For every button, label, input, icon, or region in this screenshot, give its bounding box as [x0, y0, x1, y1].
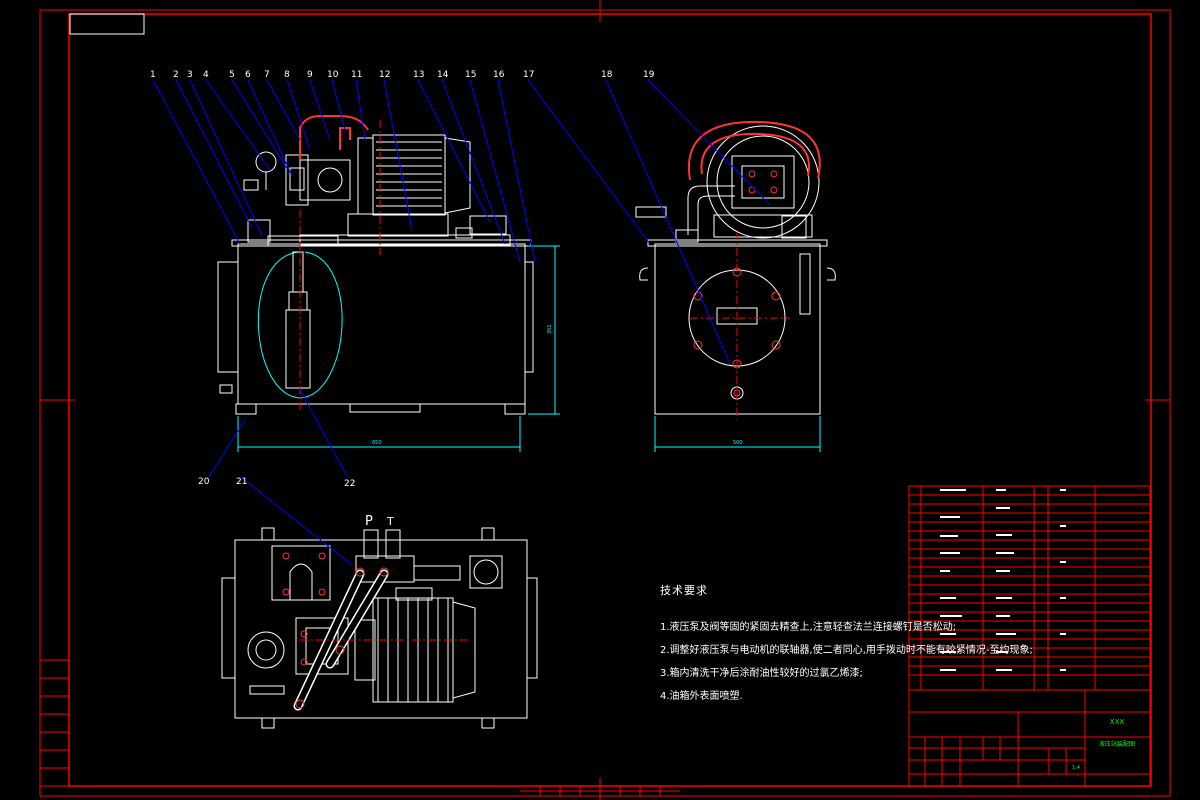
- bottom-ruler: [520, 785, 680, 796]
- requirement-4: 4.油箱外表面喷塑.: [660, 691, 743, 702]
- tank-front: [237, 243, 526, 405]
- outer-frame: [39, 9, 1171, 797]
- balloon-17: 17: [523, 70, 534, 80]
- balloon-4: 4: [203, 70, 209, 80]
- company-name: XXX: [1110, 718, 1125, 726]
- balloon-8: 8: [284, 70, 290, 80]
- left-registry-table: [39, 659, 70, 787]
- parts-list-text: [940, 489, 1066, 671]
- motor-front: [372, 134, 446, 216]
- top-view: [221, 527, 538, 729]
- technical-requirements: 技术要求 1.液压泵及阀等固的紧固去精查上,注意轻查法兰连接螺钉是否松动; 2.…: [660, 582, 1033, 710]
- leader-lines: [152, 79, 771, 566]
- requirement-2: 2.调整好液压泵与电动机的联轴器,使二者同心,用手拨动时不能有咬紧情况-至约现象…: [660, 645, 1033, 656]
- balloon-20: 20: [198, 477, 210, 487]
- motor-top: [372, 597, 454, 703]
- technical-requirements-title: 技术要求: [660, 584, 708, 597]
- balloon-21: 21: [236, 477, 247, 487]
- balloon-1: 1: [150, 70, 156, 80]
- dim-front-height: 351: [547, 324, 553, 334]
- side-dimensions: [654, 416, 821, 452]
- front-dimensions: [237, 245, 560, 452]
- balloon-19: 19: [643, 70, 655, 80]
- balloon-22: 22: [344, 479, 355, 489]
- requirement-3: 3.箱内清洗干净后涂耐油性较好的过氯乙烯漆;: [660, 668, 863, 679]
- parts-list: [908, 485, 1151, 691]
- requirement-1: 1.液压泵及阀等固的紧固去精查上,注意轻查法兰连接螺钉是否松动;: [660, 622, 957, 633]
- balloon-14: 14: [437, 70, 449, 80]
- balloon-7: 7: [264, 70, 270, 80]
- balloon-9: 9: [307, 70, 313, 80]
- front-view: [217, 115, 560, 452]
- balloon-10: 10: [327, 70, 339, 80]
- title-block: [908, 689, 1151, 787]
- dim-side-width: 500: [733, 440, 743, 446]
- balloon-2: 2: [173, 70, 179, 80]
- drawing-number-box: [69, 13, 145, 35]
- balloon-18: 18: [601, 70, 613, 80]
- balloon-12: 12: [379, 70, 390, 80]
- port-label-p: P: [365, 514, 373, 529]
- balloon-numbers: 1 2 3 4 5 6 7 8 9 10 11 12 13 14 15 16 1…: [150, 70, 655, 489]
- drawing-scale: 1:4: [1072, 765, 1080, 771]
- balloon-16: 16: [493, 70, 505, 80]
- pump-top: [295, 617, 349, 675]
- balloon-11: 11: [351, 70, 362, 80]
- balloon-15: 15: [465, 70, 476, 80]
- port-label-t: T: [386, 515, 394, 528]
- dim-front-width: 650: [372, 440, 382, 446]
- balloon-13: 13: [413, 70, 424, 80]
- pump-front: [299, 159, 351, 201]
- side-view: [635, 120, 836, 452]
- motor-side: [706, 125, 820, 239]
- balloon-3: 3: [187, 70, 193, 80]
- balloon-6: 6: [245, 70, 251, 80]
- drawing-name: 液压站装配图: [1099, 740, 1135, 748]
- tank-top: [234, 539, 528, 719]
- balloon-5: 5: [229, 70, 235, 80]
